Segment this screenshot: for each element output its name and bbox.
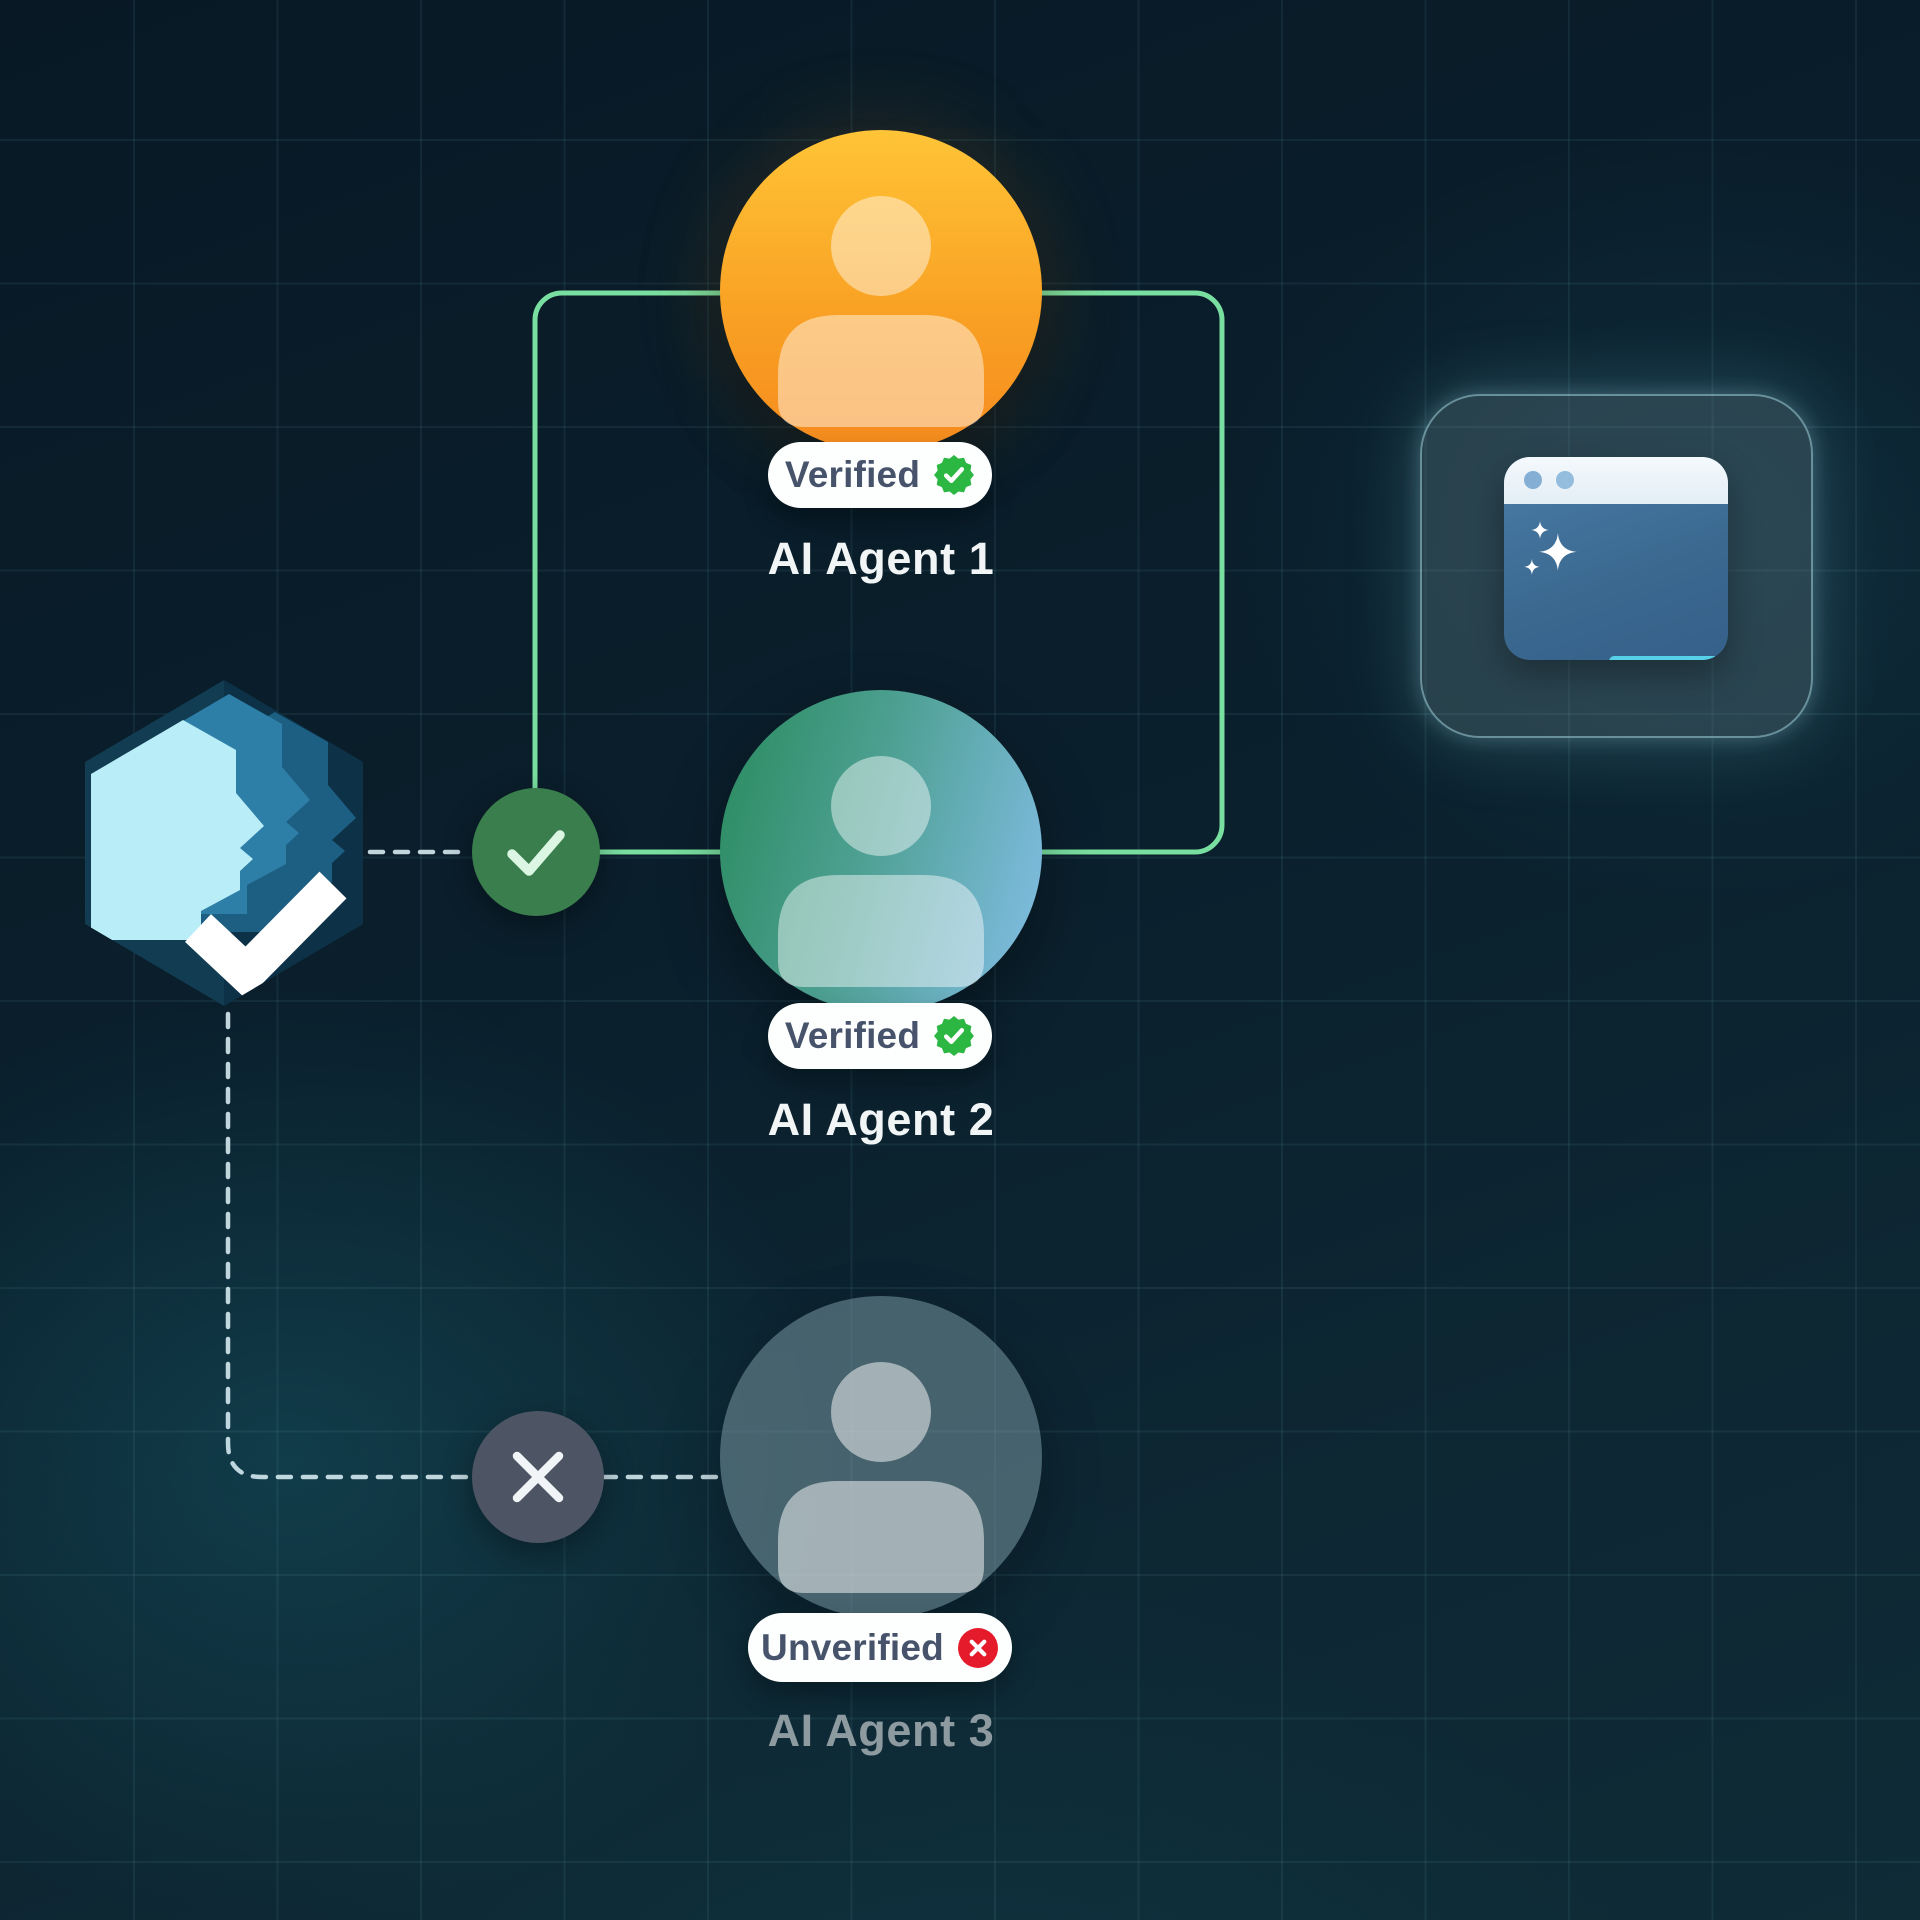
badge-label: Verified (784, 1015, 921, 1056)
seal-check-icon (934, 455, 975, 495)
cross-icon (512, 1451, 564, 1503)
content-line (1609, 656, 1719, 660)
agent-3-avatar (720, 1296, 1042, 1618)
agent-2-avatar (720, 690, 1042, 1012)
browser-window-icon (1504, 457, 1728, 660)
agent-3-status-badge: Unverified (748, 1613, 1012, 1682)
agent-2-label: AI Agent 2 (767, 1094, 995, 1145)
check-icon (507, 830, 565, 876)
profile-face (91, 720, 264, 940)
badge-label: Verified (784, 454, 921, 495)
cross-node (472, 1411, 604, 1543)
agent-1-avatar (720, 130, 1042, 452)
logo-check-mark (185, 871, 347, 1000)
check-node (472, 788, 600, 916)
browser-titlebar (1504, 457, 1728, 504)
sparkles-icon (1524, 521, 1577, 575)
app-panel (1420, 394, 1813, 738)
person-icon (778, 196, 984, 427)
dashed-connector-logo-to-cross (225, 1011, 725, 1480)
agent-3-label: AI Agent 3 (767, 1705, 995, 1756)
person-icon (778, 756, 984, 987)
agent-1-status-badge: Verified (768, 442, 992, 508)
window-control-dot (1556, 471, 1574, 489)
agent-1-label: AI Agent 1 (767, 533, 995, 584)
person-icon (778, 1362, 984, 1593)
identity-hexagon-logo (85, 680, 363, 1006)
window-control-dot (1524, 471, 1542, 489)
x-circle-icon (958, 1627, 998, 1668)
agent-2-status-badge: Verified (768, 1003, 992, 1069)
seal-check-icon (934, 1016, 975, 1056)
badge-label: Unverified (761, 1626, 944, 1668)
